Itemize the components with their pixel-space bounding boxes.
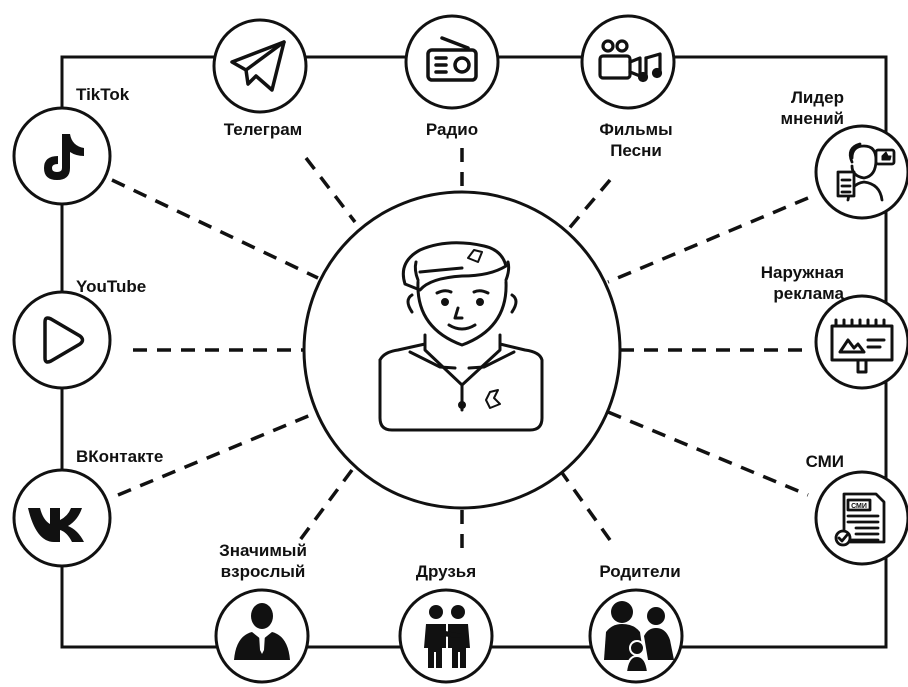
soldier-yunarmiya-icon	[378, 241, 544, 432]
connector-media	[607, 410, 809, 497]
opinion-leader-icon	[836, 142, 896, 202]
label-tiktok: TikTok	[76, 85, 130, 104]
label-radio: Радио	[425, 120, 479, 139]
connector-opinion-leader	[607, 196, 809, 284]
billboard-icon	[830, 318, 894, 374]
newspaper-icon	[834, 492, 886, 547]
label-youtube: YouTube	[76, 277, 147, 296]
label-vkontakte: ВКонтакте	[76, 447, 164, 466]
connector-tiktok	[111, 178, 319, 280]
connector-parents	[558, 468, 612, 542]
label-parents: Родители	[599, 562, 681, 581]
connector-telegram	[304, 156, 357, 224]
center-circle	[302, 190, 622, 510]
adult-person-icon	[234, 603, 290, 660]
tiktok-icon	[44, 134, 84, 180]
friends-icon	[424, 605, 470, 668]
connector-films	[564, 178, 612, 234]
label-outdoor: Наружная реклама	[760, 263, 844, 303]
label-opinion-leader: Лидер мнений	[780, 88, 844, 128]
family-icon	[604, 601, 674, 673]
camera-music-icon	[598, 39, 663, 83]
youtube-play-icon	[43, 316, 85, 364]
newspaper-badge-text: СМИ	[851, 503, 867, 510]
label-adult: Значимый взрослый	[219, 541, 307, 581]
label-films: Фильмы Песни	[599, 120, 673, 160]
label-telegram: Телеграм	[223, 120, 303, 139]
vk-icon	[28, 508, 84, 542]
label-friends: Друзья	[415, 562, 477, 581]
radio-icon	[426, 36, 478, 82]
telegram-icon	[230, 40, 286, 92]
connectors	[111, 148, 812, 555]
label-media: СМИ	[805, 452, 844, 471]
connector-adult	[298, 468, 354, 542]
connector-vkontakte	[117, 410, 319, 497]
